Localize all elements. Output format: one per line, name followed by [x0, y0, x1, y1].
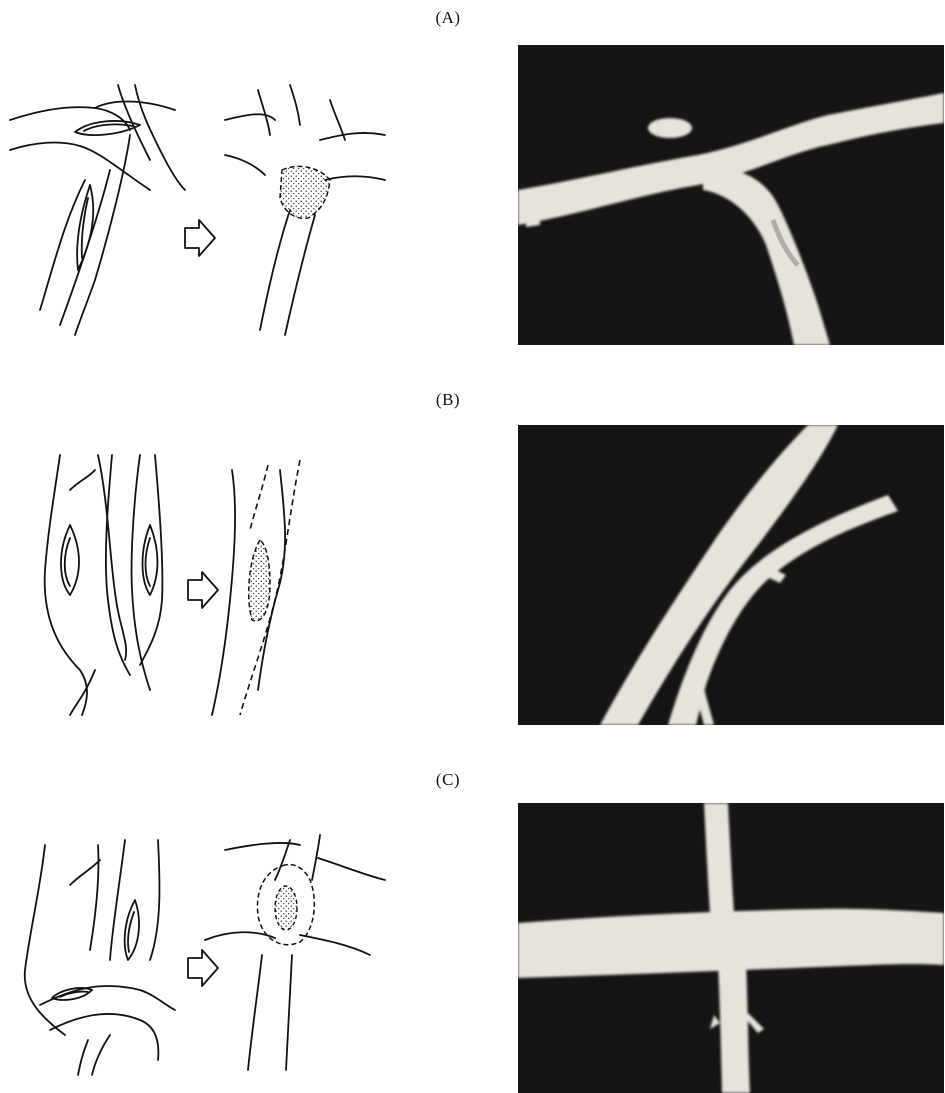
- vessel-sketch-left: [10, 85, 185, 335]
- outline-right-arrow-icon: [188, 572, 218, 608]
- panel-c-photo: [518, 803, 944, 1093]
- panel-a-sketch: [0, 80, 400, 340]
- vessel-sketch-left: [25, 840, 175, 1075]
- outline-right-arrow-icon: [185, 220, 215, 256]
- panel-a-photo: [518, 45, 944, 345]
- vessel-sketch-left: [45, 455, 163, 715]
- panel-b-sketch: [0, 450, 400, 720]
- panel-label-c: (C): [418, 770, 478, 790]
- vessel-sketch-right: [212, 460, 300, 715]
- vessel-sketch-right: [225, 85, 385, 335]
- panel-label-a: (A): [418, 8, 478, 28]
- panel-b-photo: [518, 425, 944, 725]
- panel-c-sketch: [0, 830, 400, 1080]
- outline-right-arrow-icon: [188, 950, 218, 986]
- panel-label-b: (B): [418, 390, 478, 410]
- vessel-sketch-right: [205, 835, 385, 1070]
